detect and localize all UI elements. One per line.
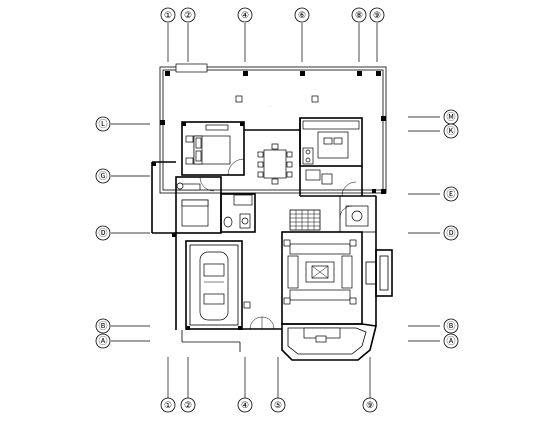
axis-bubble-left-L: Ⓛ	[95, 116, 111, 132]
armchair-icon	[341, 255, 353, 289]
kitchen-island	[317, 131, 349, 159]
living-room-furniture	[283, 239, 357, 305]
left-axis-lines	[111, 123, 150, 342]
axis-label-top-2: ②	[184, 11, 192, 21]
axis-label-bottom-5: ⑤	[274, 401, 282, 411]
axis-bubble-top-6: ⑥	[294, 7, 310, 23]
axis-bubble-right-E: Ⓔ	[443, 186, 459, 202]
axis-label-top-8: ⑧	[355, 11, 363, 21]
axis-bubble-bottom-5: ⑤	[270, 397, 286, 413]
axis-bubble-top-4: ④	[237, 7, 253, 23]
kitchen-fixtures	[302, 120, 360, 197]
axis-bubble-bottom-1: ①	[160, 397, 176, 413]
top-axis-lines	[167, 23, 378, 62]
axis-bubble-top-2: ②	[180, 7, 196, 23]
sofa-icon	[289, 289, 351, 301]
axis-label-bottom-9: ⑨	[366, 401, 374, 411]
axis-label-right-K: Ⓚ	[446, 126, 455, 137]
bottom-axis-lines	[167, 357, 371, 398]
axis-label-right-M: Ⓜ	[446, 112, 455, 123]
axis-label-bottom-1: ①	[164, 401, 172, 411]
plant-icon	[311, 95, 319, 103]
axis-bubble-bottom-2: ②	[180, 397, 196, 413]
bath-fixtures	[223, 194, 253, 229]
axis-bubble-left-D: Ⓓ	[95, 225, 111, 241]
axis-label-right-B: Ⓑ	[446, 321, 455, 332]
axis-bubble-right-D: Ⓓ	[443, 225, 459, 241]
bedroom-1-furniture	[185, 124, 245, 176]
garage	[189, 244, 239, 326]
axis-label-bottom-4: ④	[241, 401, 249, 411]
axis-label-top-9: ⑨	[373, 11, 381, 21]
dining-table	[263, 149, 287, 179]
axis-bubble-left-G: Ⓖ	[95, 168, 111, 184]
axis-bubble-bottom-9: ⑨	[362, 397, 378, 413]
armchair-icon	[287, 255, 299, 289]
axis-bubble-right-K: Ⓚ	[443, 123, 459, 139]
stair	[289, 209, 321, 231]
axis-label-right-D: Ⓓ	[446, 228, 455, 239]
axis-label-top-4: ④	[241, 11, 249, 21]
axis-label-left-B: Ⓑ	[98, 321, 107, 332]
axis-bubble-bottom-4: ④	[237, 397, 253, 413]
axis-bubble-right-A: Ⓐ	[443, 333, 459, 349]
axis-label-top-1: ①	[164, 11, 172, 21]
dining-set	[257, 143, 293, 185]
axis-label-left-L: Ⓛ	[98, 119, 107, 130]
axis-bubble-left-A: Ⓐ	[95, 333, 111, 349]
bathtub-icon	[233, 194, 253, 206]
axis-label-right-A: Ⓐ	[446, 336, 455, 347]
axis-bubble-top-9: ⑨	[369, 7, 385, 23]
axis-label-right-E: Ⓔ	[446, 189, 455, 200]
axis-bubble-left-B: Ⓑ	[95, 318, 111, 334]
toilet-icon	[223, 216, 233, 228]
axis-bubble-right-B: Ⓑ	[443, 318, 459, 334]
axis-bubble-right-M: Ⓜ	[443, 109, 459, 125]
car-icon	[199, 251, 229, 321]
axis-label-left-G: Ⓖ	[98, 171, 107, 182]
sofa-icon	[289, 243, 351, 255]
plant-icon	[235, 95, 243, 103]
fireplace	[365, 249, 393, 297]
entrance	[243, 301, 275, 330]
axis-bubble-top-1: ①	[160, 7, 176, 23]
counter-top	[302, 120, 360, 130]
terrace-mark: ·	[270, 104, 271, 109]
dimension-ticks	[152, 122, 376, 330]
bay-window	[281, 323, 377, 361]
bedroom-2-furniture	[176, 176, 215, 227]
terrace: ·	[159, 63, 387, 194]
axis-label-top-6: ⑥	[298, 11, 306, 21]
right-axis-lines	[408, 116, 440, 342]
axis-bubble-top-8: ⑧	[351, 7, 367, 23]
axis-label-left-D: Ⓓ	[98, 228, 107, 239]
axis-label-bottom-2: ②	[184, 401, 192, 411]
axis-label-left-A: Ⓐ	[98, 336, 107, 347]
fridge-icon	[321, 173, 333, 185]
utility-room	[339, 195, 377, 233]
